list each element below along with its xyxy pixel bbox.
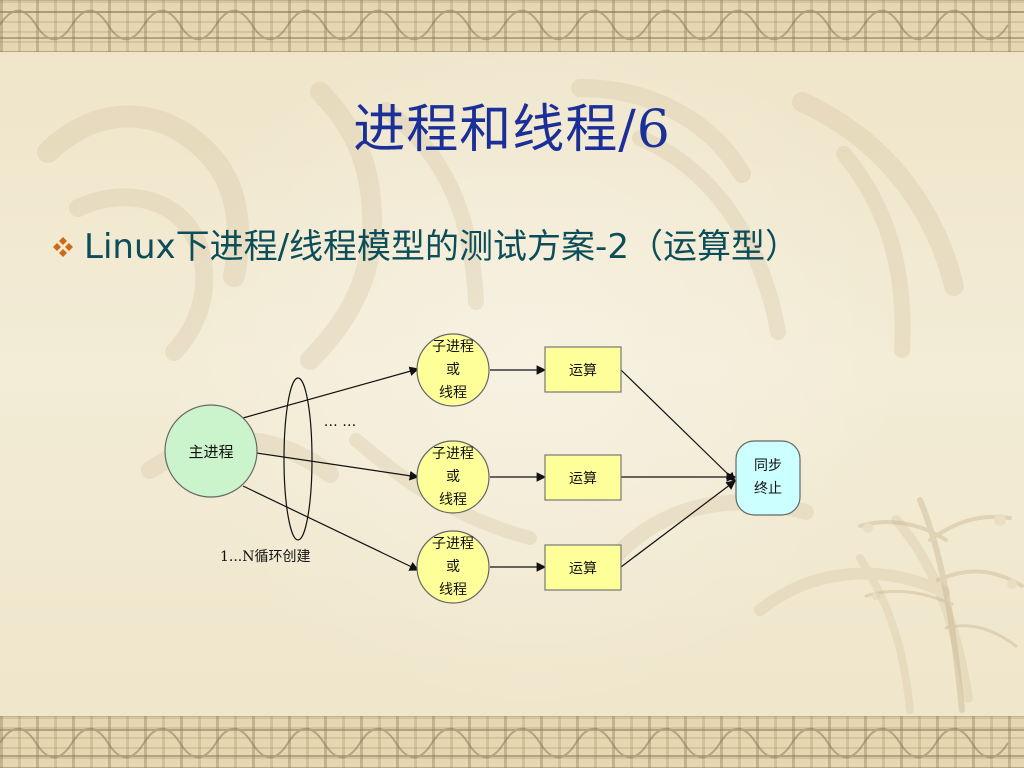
main-process-label: 主进程: [188, 443, 233, 461]
child-node-1-line-1: 子进程: [432, 339, 474, 355]
main-to-child-3-arrow: [242, 485, 420, 571]
subtitle-row: Linux下进程/线程模型的测试方案-2（运算型）: [52, 225, 1002, 269]
loop-creation-ellipse: [283, 377, 313, 541]
child-node-3: 子进程 或 线程: [416, 530, 490, 604]
main-process-node: 主进程: [164, 404, 258, 498]
child-node-2-line-3: 线程: [439, 492, 467, 508]
compute-box-2: 运算: [544, 454, 622, 501]
compute-1-to-sync-arrow: [620, 369, 736, 482]
compute-box-2-label: 运算: [569, 471, 597, 487]
child-node-1-line-2: 或: [446, 362, 460, 378]
child-node-3-line-2: 或: [446, 559, 460, 575]
compute-box-1-label: 运算: [569, 363, 597, 379]
compute-box-3-label: 运算: [569, 561, 597, 577]
child-node-1: 子进程 或 线程: [416, 333, 490, 407]
child-node-2-line-1: 子进程: [432, 446, 474, 462]
main-to-child-2-arrow: [242, 450, 420, 481]
compute-box-3: 运算: [544, 544, 622, 591]
child-node-3-line-3: 线程: [439, 582, 467, 598]
child-node-2-line-2: 或: [446, 469, 460, 485]
slide-title: 进程和线程/6: [353, 100, 671, 160]
loop-creation-label: 1...N循环创建: [220, 549, 311, 565]
child-node-3-line-1: 子进程: [432, 536, 474, 552]
sync-terminate-node: 同步 终止: [735, 440, 801, 516]
sync-line-1: 同步: [754, 458, 782, 474]
compute-box-1: 运算: [544, 346, 622, 393]
compute-3-to-sync-arrow: [620, 480, 736, 568]
diamond-cluster-icon: [53, 237, 73, 257]
main-to-child-1-arrow: [242, 366, 420, 419]
child-node-1-line-3: 线程: [439, 385, 467, 401]
subtitle-text: Linux下进程/线程模型的测试方案-2（运算型）: [84, 227, 799, 267]
ellipsis-label: … …: [324, 414, 356, 430]
sync-line-2: 终止: [754, 481, 782, 497]
child-node-2: 子进程 或 线程: [416, 440, 490, 514]
